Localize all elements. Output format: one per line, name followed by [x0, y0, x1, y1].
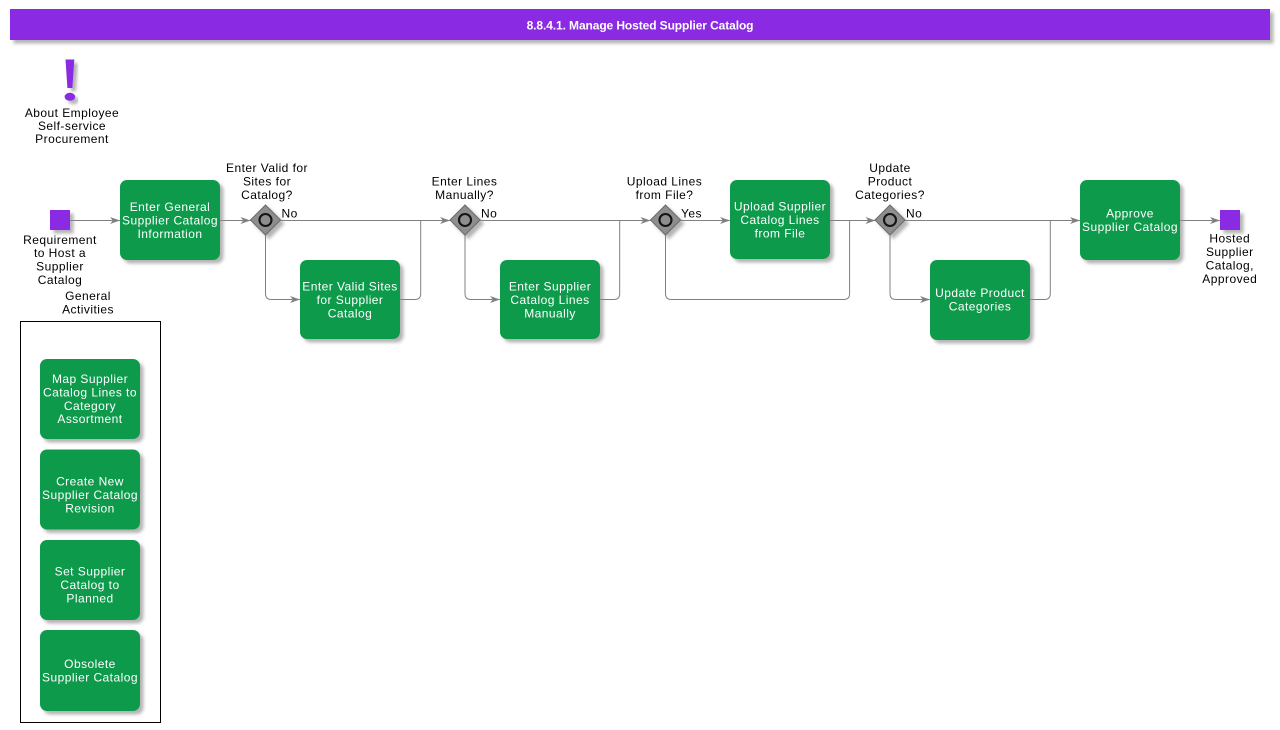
- svg-text:No: No: [481, 207, 497, 221]
- svg-text:Enter General: Enter General: [130, 200, 211, 214]
- svg-text:Catalog Lines: Catalog Lines: [510, 293, 589, 307]
- svg-text:Catalog?: Catalog?: [241, 188, 293, 202]
- svg-text:Supplier Catalog: Supplier Catalog: [42, 671, 138, 685]
- svg-text:Categories: Categories: [949, 299, 1012, 313]
- svg-text:Approved: Approved: [1202, 272, 1257, 286]
- svg-text:Category: Category: [64, 399, 116, 413]
- svg-text:Approve: Approve: [1106, 207, 1154, 221]
- svg-text:Product: Product: [868, 174, 913, 188]
- svg-text:Categories?: Categories?: [855, 188, 925, 202]
- svg-text:No: No: [282, 207, 298, 221]
- svg-text:Create New: Create New: [56, 475, 124, 489]
- svg-text:About Employee: About Employee: [25, 106, 119, 120]
- svg-text:Catalog Lines: Catalog Lines: [740, 213, 819, 227]
- svg-text:Catalog,: Catalog,: [1206, 258, 1254, 272]
- svg-text:Planned: Planned: [66, 591, 113, 605]
- svg-text:for Supplier: for Supplier: [317, 293, 384, 307]
- svg-text:Activities: Activities: [62, 302, 114, 316]
- svg-text:Information: Information: [138, 227, 203, 241]
- svg-text:Yes: Yes: [681, 207, 702, 221]
- svg-text:8.8.4.1. Manage Hosted Supplie: 8.8.4.1. Manage Hosted Supplier Catalog: [527, 19, 754, 33]
- svg-text:Assortment: Assortment: [57, 412, 122, 426]
- svg-text:Enter Supplier: Enter Supplier: [509, 280, 591, 294]
- svg-text:Sites for: Sites for: [243, 174, 291, 188]
- svg-text:Upload Lines: Upload Lines: [627, 174, 702, 188]
- svg-text:Enter Valid for: Enter Valid for: [226, 161, 308, 175]
- svg-text:Supplier: Supplier: [1206, 245, 1254, 259]
- svg-text:Supplier Catalog: Supplier Catalog: [122, 213, 218, 227]
- svg-text:Catalog: Catalog: [38, 273, 83, 287]
- svg-text:Hosted: Hosted: [1209, 232, 1250, 246]
- svg-text:Enter Lines: Enter Lines: [432, 174, 498, 188]
- svg-text:Map Supplier: Map Supplier: [52, 372, 128, 386]
- svg-text:to Host a: to Host a: [34, 246, 86, 260]
- svg-text:Obsolete: Obsolete: [64, 657, 116, 671]
- svg-text:No: No: [906, 207, 922, 221]
- svg-text:Manually: Manually: [524, 306, 576, 320]
- svg-text:Set Supplier: Set Supplier: [55, 565, 126, 579]
- svg-text:Enter Valid Sites: Enter Valid Sites: [302, 280, 397, 294]
- svg-text:Procurement: Procurement: [35, 132, 109, 146]
- svg-text:Manually?: Manually?: [435, 188, 494, 202]
- svg-text:Requirement: Requirement: [23, 233, 97, 247]
- svg-text:Upload Supplier: Upload Supplier: [734, 200, 826, 214]
- svg-text:Self-service: Self-service: [38, 119, 106, 133]
- svg-text:Catalog: Catalog: [328, 306, 373, 320]
- svg-text:from File: from File: [755, 226, 806, 240]
- svg-text:Revision: Revision: [65, 501, 115, 515]
- svg-text:General: General: [65, 289, 111, 303]
- svg-text:Catalog to: Catalog to: [60, 578, 119, 592]
- svg-text:from File?: from File?: [636, 188, 694, 202]
- svg-text:Supplier Catalog: Supplier Catalog: [1082, 220, 1178, 234]
- svg-text:Supplier Catalog: Supplier Catalog: [42, 488, 138, 502]
- svg-text:Update: Update: [869, 161, 910, 175]
- svg-text:Update Product: Update Product: [935, 286, 1025, 300]
- svg-text:Supplier: Supplier: [36, 260, 84, 274]
- svg-text:Catalog Lines to: Catalog Lines to: [43, 385, 137, 399]
